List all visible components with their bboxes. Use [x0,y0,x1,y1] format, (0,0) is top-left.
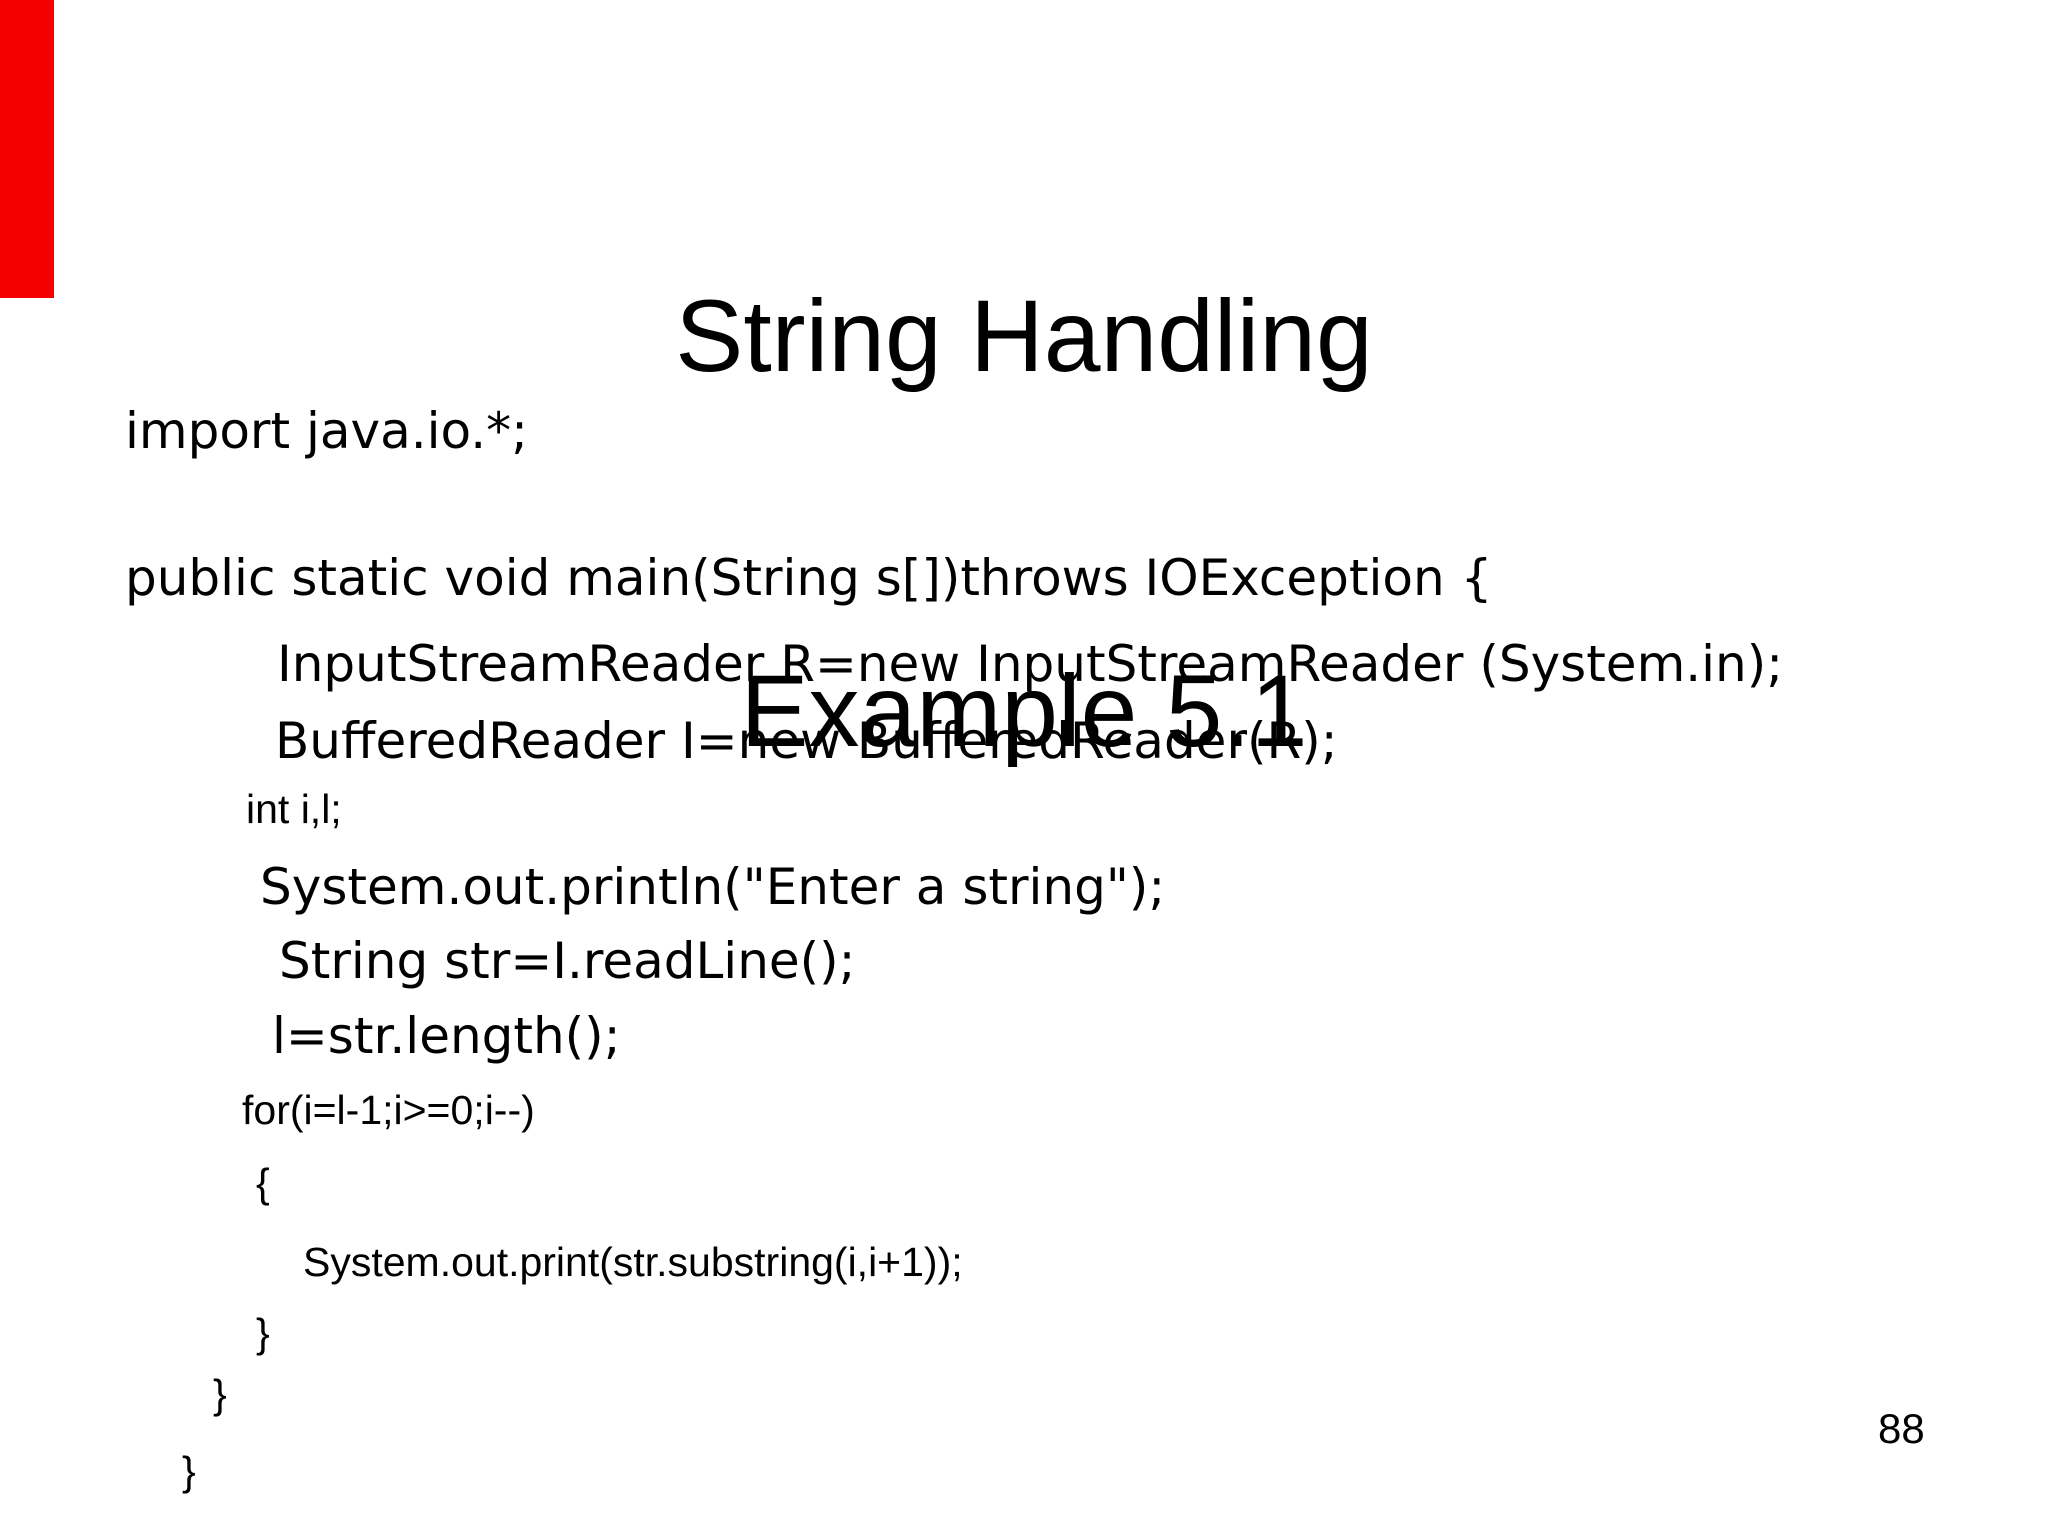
code-line-length: l=str.length(); [272,1007,621,1065]
code-line-close-brace-class: } [182,1448,196,1494]
page-number: 88 [1878,1405,1925,1452]
title-line-2: Example 5.1 [740,654,1308,768]
slide-title: String Handling Example 5.1 [0,24,2048,1024]
code-line-inputstreamreader: InputStreamReader R=new InputStreamReade… [277,635,1784,693]
red-accent-bar [0,0,54,298]
code-line-open-brace: { [256,1160,270,1206]
code-line-int-declaration: int i,l; [246,786,342,832]
code-line-close-brace-main: } [213,1371,227,1417]
code-line-readline: String str=I.readLine(); [279,932,856,990]
code-line-import: import java.io.*; [125,402,528,460]
code-line-print-substring: System.out.print(str.substring(i,i+1)); [303,1239,963,1285]
code-line-main-declaration: public static void main(String s[])throw… [125,549,1493,607]
code-line-for-loop: for(i=l-1;i>=0;i--) [242,1087,535,1133]
title-line-1: String Handling [675,279,1373,393]
code-line-close-brace-for: } [256,1310,270,1356]
code-line-println: System.out.println("Enter a string"); [260,858,1166,916]
code-line-bufferedreader: BufferedReader I=new BufferedReader(R); [275,712,1338,770]
